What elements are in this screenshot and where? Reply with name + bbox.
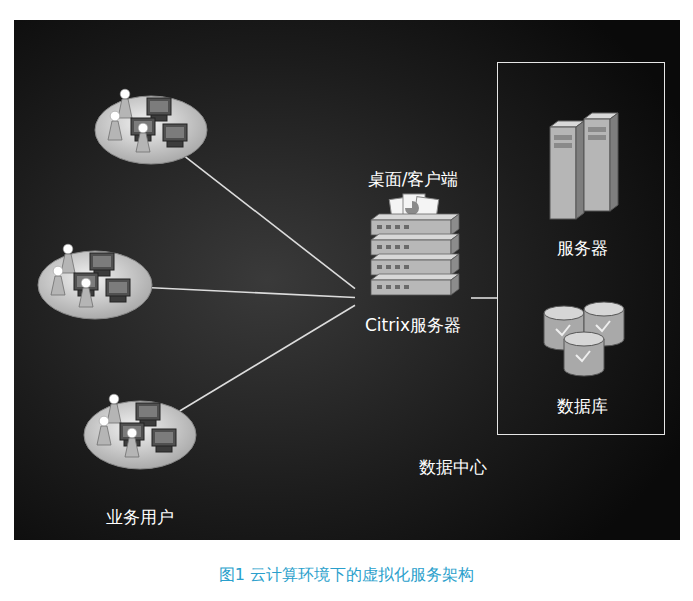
figure-caption: 图1 云计算环境下的虚拟化服务架构 xyxy=(0,565,693,586)
icon-node: 数据库 xyxy=(520,291,644,431)
users-icon xyxy=(95,88,207,164)
link-line xyxy=(180,305,355,411)
link-line xyxy=(152,288,355,298)
link-line xyxy=(185,157,355,289)
node-label: 数据中心 xyxy=(419,456,487,478)
node-label: 桌面/客户端 xyxy=(368,168,459,190)
users-icon xyxy=(38,243,152,319)
group-label: 业务用户 xyxy=(106,506,174,528)
node-label: 服务器 xyxy=(557,237,608,259)
node-label: Citrix服务器 xyxy=(365,314,461,336)
user-group xyxy=(38,243,152,319)
icon-node: 桌面/客户端 Citrix服务器 xyxy=(355,168,471,348)
data-center-box: 数据中心服务器数据库 xyxy=(497,62,665,435)
user-group xyxy=(84,393,196,469)
panel-ground xyxy=(14,20,680,540)
link-line xyxy=(471,297,497,299)
icon-node: 服务器 xyxy=(520,113,644,273)
node-label: 数据库 xyxy=(557,395,608,417)
user-group xyxy=(95,88,207,164)
users-icon xyxy=(84,393,196,469)
